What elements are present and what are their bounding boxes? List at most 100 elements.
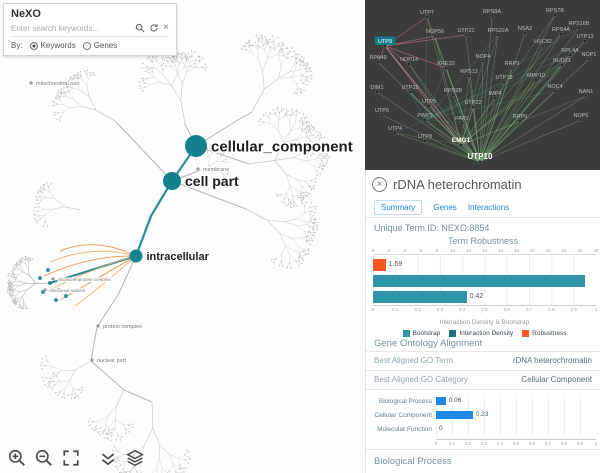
- zoom-in-button[interactable]: [6, 447, 28, 469]
- gene-node-utp15[interactable]: UTP15: [401, 85, 418, 91]
- gene-node-utp5[interactable]: UTP5: [422, 99, 436, 105]
- tree-node-cell-part[interactable]: [163, 172, 181, 190]
- bar-robustness: [373, 259, 386, 271]
- gene-node-rrp9[interactable]: RRP9: [505, 61, 520, 67]
- term-id-label: Unique Term ID:: [374, 223, 439, 233]
- search-input[interactable]: [11, 23, 132, 33]
- tab-summary[interactable]: Summary: [374, 200, 423, 215]
- search-row: ×: [11, 23, 169, 37]
- gene-node-rrp5[interactable]: RRP5: [513, 114, 528, 120]
- gene-node-rps13[interactable]: RPS13: [460, 69, 477, 75]
- gene-node-utp9[interactable]: UTP9: [378, 39, 392, 45]
- gene-node-utp6[interactable]: UTP6: [375, 108, 389, 114]
- gene-node-rps16b[interactable]: RPS16B: [568, 21, 589, 27]
- gene-node-hsc82[interactable]: HSC82: [534, 39, 552, 45]
- zoom-out-button[interactable]: [33, 447, 55, 469]
- gene-node-utp13[interactable]: UTP13: [576, 34, 593, 40]
- genes-label: Genes: [93, 41, 118, 50]
- divider: [366, 449, 600, 450]
- gene-node-bud21[interactable]: BUD21: [553, 58, 571, 64]
- term-id: Unique Term ID: NEXO:8854: [374, 223, 489, 233]
- gene-node-utp4[interactable]: UTP4: [388, 126, 402, 132]
- gene-node-nan1[interactable]: NAN1: [579, 89, 594, 95]
- gene-network-canvas[interactable]: UTP7 RPS8A RPS7B RPS16B NOP56 UTP21 RPS22A NSA2…: [365, 0, 600, 170]
- gene-node-imp4[interactable]: IMP4: [489, 91, 502, 97]
- gene-node-nop56[interactable]: NOP56: [426, 29, 444, 35]
- term-title: rDNA heterochromatin: [393, 177, 522, 192]
- tree-node-intracellular[interactable]: [129, 249, 143, 263]
- tree-label-protein-complex[interactable]: protein complex: [102, 323, 143, 331]
- divider: [366, 370, 600, 371]
- tab-genes[interactable]: Genes: [433, 203, 457, 212]
- fit-view-button[interactable]: [60, 447, 82, 469]
- tree-node-label-cellular-component[interactable]: cellular_component: [210, 137, 355, 157]
- tree-node-label-intracellular[interactable]: intracellular: [145, 249, 211, 264]
- gene-node-pap2[interactable]: PAP2: [455, 116, 469, 122]
- gene-node-nop1[interactable]: NOP1: [582, 52, 597, 58]
- gene-node-mpp10[interactable]: MPP10: [527, 73, 545, 79]
- gene-node-rps8a[interactable]: RPS8A: [483, 9, 501, 15]
- tree-node-label-cell-part[interactable]: cell part: [184, 171, 241, 190]
- tree-label-nuclear-part[interactable]: nuclear part: [96, 357, 128, 365]
- layers-button[interactable]: [124, 447, 146, 469]
- genes-radio[interactable]: [82, 41, 91, 50]
- bar-value-label: 0.42: [469, 293, 484, 300]
- go-term-value: rDNA heterochromatin: [512, 356, 592, 365]
- go-category-row: Best Aligned GO Category Cellular Compon…: [374, 375, 592, 384]
- tree-label-ribonucleoprotein-complex[interactable]: ribonucleoprotein complex: [57, 276, 112, 283]
- gene-node-rpa49[interactable]: RPA49: [369, 55, 386, 61]
- tree-node-cellular-component[interactable]: [185, 135, 207, 157]
- gene-node-rpl4a[interactable]: RPL4A: [561, 48, 579, 54]
- gene-node-rps4a[interactable]: RPS4A: [552, 27, 570, 33]
- reset-search-icon[interactable]: [149, 23, 159, 33]
- gene-node-nop14[interactable]: NOP14: [400, 57, 418, 63]
- gene-node-nop4[interactable]: NOP4: [476, 54, 491, 60]
- go-term-row: Best Aligned GO Term rDNA heterochromati…: [374, 356, 592, 365]
- tree-label-ribosomal-subunit[interactable]: ribosomal subunit: [49, 287, 87, 294]
- search-icon[interactable]: [135, 23, 145, 33]
- gene-node-utp8[interactable]: UTP8: [418, 134, 432, 140]
- legend-interaction-density: Interaction Density: [449, 330, 513, 337]
- gene-node-utp21[interactable]: UTP21: [457, 28, 474, 34]
- clear-search-icon[interactable]: ×: [163, 22, 169, 33]
- search-by-keywords-option[interactable]: Keywords: [29, 41, 76, 50]
- details-tabs: Summary Genes Interactions: [374, 200, 509, 215]
- robustness-x-axis-title: Interaction Density & Bootstrap: [439, 319, 530, 326]
- tab-interactions[interactable]: Interactions: [467, 203, 510, 212]
- gene-node-noc4[interactable]: NOC4: [547, 84, 562, 90]
- chevrons-down-icon: [101, 453, 115, 466]
- gene-node-dim1[interactable]: DIM1: [370, 85, 383, 91]
- gene-node-utp10[interactable]: UTP10: [468, 152, 493, 161]
- gene-node-utp18[interactable]: UTP18: [495, 75, 512, 81]
- close-details-button[interactable]: ×: [372, 177, 387, 192]
- gene-node-nsa2[interactable]: NSA2: [518, 26, 532, 32]
- tree-label-membrane[interactable]: membrane: [202, 166, 230, 174]
- go-alignment-section-title: Gene Ontology Alignment: [374, 338, 483, 349]
- gene-node-pwp2[interactable]: PWP2: [417, 113, 433, 119]
- keywords-radio[interactable]: [29, 41, 38, 50]
- gene-node-rps22a[interactable]: RPS22A: [487, 28, 508, 34]
- divider: [366, 217, 600, 218]
- gene-node-nop6[interactable]: NOP6: [574, 113, 589, 119]
- gene-node-rps7b[interactable]: RPS7B: [546, 8, 564, 14]
- gene-node-emg1[interactable]: EMG1: [452, 137, 471, 144]
- tree-label-mitochondrial-part[interactable]: mitochondrial part: [35, 80, 81, 88]
- gene-node-rps9b[interactable]: RPS9B: [444, 88, 462, 94]
- bar-interaction-density: [373, 291, 467, 303]
- keywords-label: Keywords: [40, 41, 76, 50]
- ontology-tree-canvas[interactable]: mitochondrial part membrane protein comple…: [0, 0, 365, 473]
- gene-node-utp7[interactable]: UTP7: [420, 10, 434, 16]
- gene-node-utp22[interactable]: UTP22: [464, 100, 481, 106]
- search-by-label: By:: [11, 41, 23, 50]
- zoom-in-icon: [8, 449, 25, 466]
- go-category-value: Cellular Component: [521, 375, 592, 384]
- search-by-genes-option[interactable]: Genes: [82, 41, 118, 50]
- expand-levels-button[interactable]: [97, 447, 119, 469]
- view-toolbar: [6, 447, 146, 469]
- gene-node-kre33[interactable]: KRE33: [437, 61, 454, 67]
